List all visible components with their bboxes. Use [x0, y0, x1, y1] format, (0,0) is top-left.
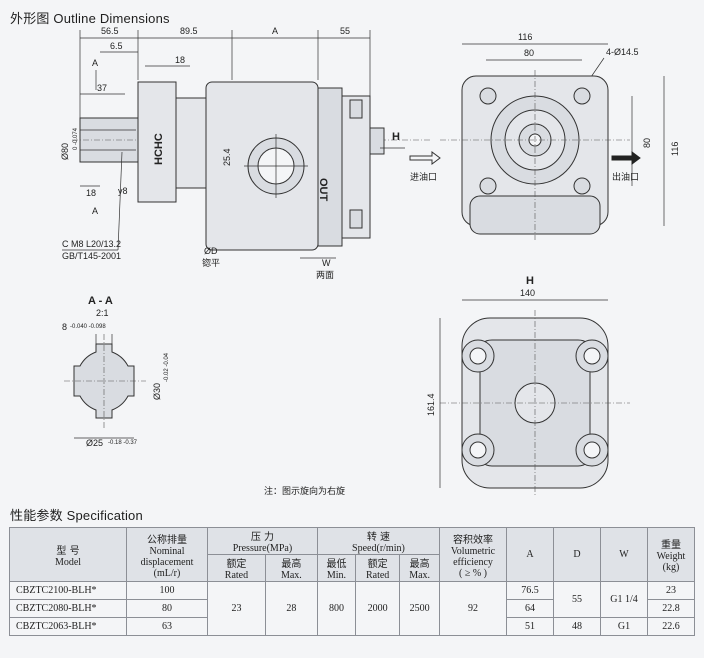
brand-label: HCHC: [153, 133, 165, 165]
header-pressure: 压 力 Pressure(MPa): [207, 527, 318, 555]
phiD-label: ØD: [204, 246, 218, 256]
section-mark-A-top: A: [92, 58, 98, 68]
cell-displacement: 100: [126, 581, 208, 600]
dim-sec-8-tol: -0.040 -0.098: [70, 324, 106, 330]
dim-phi30: Ø30: [152, 383, 162, 400]
cell-pressure-max: 28: [264, 581, 318, 636]
dim-161-4: 161.4: [426, 393, 436, 416]
dim-A: A: [272, 26, 278, 36]
dim-phi30-tol: -0.02 -0.04: [164, 352, 170, 382]
section-A-A: A - A 2:1 8 -0.040 -0.098 Ø30 -0.02 -0.0…: [62, 295, 170, 448]
cell-W: G1: [600, 617, 648, 636]
header-model: 型 号 Model: [9, 527, 127, 582]
dim-holes: 4-Ø14.5: [606, 47, 639, 57]
section-scale: 2:1: [96, 308, 109, 318]
outlet-label: 出油口: [612, 171, 639, 182]
dim-18-top: 18: [175, 55, 185, 65]
cell-model: CBZTC2100-BLH*: [9, 581, 127, 600]
header-displacement: 公称排量 Nominal displacement (mL/r): [126, 527, 208, 582]
cell-speed-min: 800: [316, 581, 357, 636]
header-volumetric-efficiency: 容积效率 Volumetric efficiency ( ≥ % ): [439, 527, 507, 582]
cell-speed-rated: 2000: [355, 581, 401, 636]
cell-D: 55: [553, 581, 601, 618]
cell-model: CBZTC2080-BLH*: [9, 599, 127, 618]
dim-y8: y8: [118, 186, 128, 196]
thread-spec-2: GB/T145-2001: [62, 251, 121, 261]
cell-volumetric-efficiency: 92: [439, 581, 507, 636]
header-A: A: [506, 527, 554, 582]
dim-140: 140: [520, 288, 535, 298]
H-view: H 140 161.4 注：图示旋向为右旋: [264, 275, 630, 496]
header-D: D: [553, 527, 601, 582]
dim-18-bottom: 18: [86, 188, 96, 198]
section-mark-A-bottom: A: [92, 206, 98, 216]
header-speed: 转 速 Speed(r/min): [316, 527, 441, 555]
header-weight: 重量 Weight (kg): [647, 527, 695, 582]
section-mark-H-bottom: H: [526, 275, 534, 287]
dim-116-vertical: 116: [670, 142, 680, 156]
dim-116-top: 116: [518, 32, 532, 42]
table-row: CBZTC2080-BLH* 80 64 22.8: [9, 599, 695, 618]
dim-sec-8: 8: [62, 322, 67, 332]
W-label: W: [322, 258, 331, 268]
dim-6-5: 6.5: [110, 41, 123, 51]
dim-55: 55: [340, 26, 350, 36]
cell-weight: 23: [647, 581, 695, 600]
thread-spec-1: C M8 L20/13.2: [62, 239, 121, 249]
cell-speed-max: 2500: [399, 581, 440, 636]
cell-displacement: 80: [126, 599, 208, 618]
section-mark-H-side: H: [392, 131, 400, 143]
outline-drawing: 56.5 89.5 A 55 6.5 18 A 37 HCHC: [60, 26, 680, 496]
dim-phi25-tol: -0.18 -0.37: [108, 440, 138, 446]
cell-W: G1 1/4: [600, 581, 648, 618]
dim-phi80: Ø80: [60, 143, 70, 160]
cell-weight: 22.8: [647, 599, 695, 618]
cell-A: 64: [506, 599, 554, 618]
cell-A: 51: [506, 617, 554, 636]
cell-A: 76.5: [506, 581, 554, 600]
table-row: CBZTC2100-BLH* 100 23 28 800 2000 2500 9…: [9, 581, 695, 636]
section-title-spec: 性能参数 Specification: [10, 508, 143, 523]
W-note: 两面: [316, 270, 334, 280]
dim-80-vertical: 80: [642, 138, 652, 148]
rotation-note: 注：图示旋向为右旋: [264, 485, 345, 496]
section-title-outline: 外形图 Outline Dimensions: [10, 11, 170, 26]
cell-model: CBZTC2063-BLH*: [9, 617, 127, 636]
cell-D: 48: [553, 617, 601, 636]
table-row: CBZTC2063-BLH* 63 51 48 G1 22.6: [9, 617, 695, 636]
side-view: 56.5 89.5 A 55 6.5 18 A 37 HCHC: [60, 26, 430, 280]
dim-89-5: 89.5: [180, 26, 198, 36]
inlet-label: 进油口: [410, 171, 437, 182]
dim-phi80-tol: 0 -0.074: [73, 127, 79, 150]
cell-pressure-rated: 23: [207, 581, 266, 636]
out-label: OUT: [317, 178, 329, 202]
phiD-note: 锪平: [202, 257, 220, 268]
spec-table: 型 号 Model 公称排量 Nominal displacement (mL/…: [9, 527, 695, 636]
cell-displacement: 63: [126, 617, 208, 636]
cell-weight: 22.6: [647, 617, 695, 636]
header-W: W: [600, 527, 648, 582]
dim-phi25: Ø25: [86, 438, 103, 448]
section-name: A - A: [88, 295, 113, 307]
dim-56-5: 56.5: [101, 26, 119, 36]
dim-80-top: 80: [524, 48, 534, 58]
front-view: 116 80 4-Ø14.5 80 116 进油口 出油口: [409, 32, 680, 240]
dim-25-4: 25.4: [222, 148, 232, 166]
dim-37: 37: [97, 83, 107, 93]
